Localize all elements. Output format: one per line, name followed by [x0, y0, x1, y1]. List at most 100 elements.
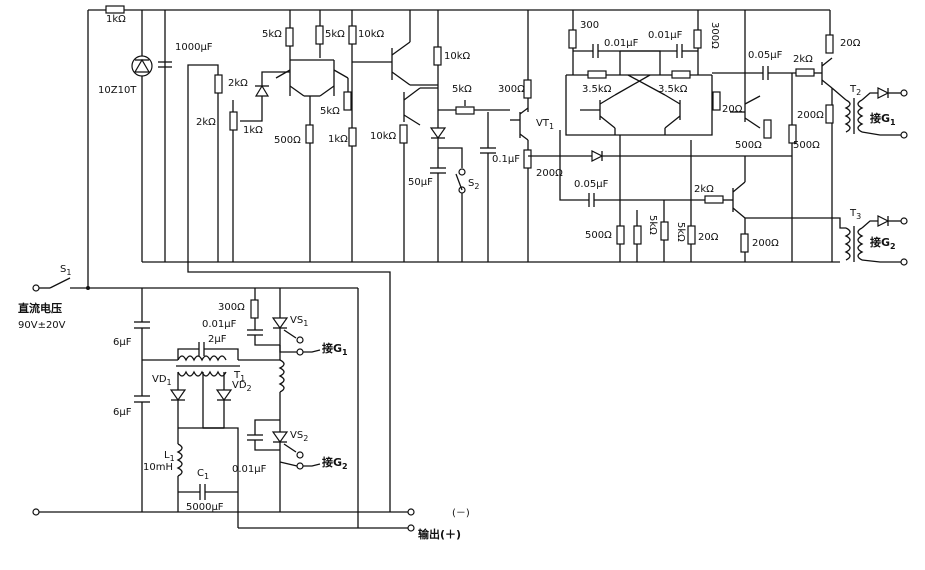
- label-001-c: 0.01μF: [202, 319, 237, 330]
- label-dc-voltage: 直流电压: [18, 301, 62, 315]
- resistor-300-a: [523, 79, 532, 99]
- diode-g2-top: [877, 215, 890, 227]
- label-5k-a: 5kΩ: [262, 29, 282, 40]
- label-500-d: 500Ω: [585, 230, 612, 241]
- capacitor-1000uF: [158, 61, 172, 68]
- label-35k-a: 3.5kΩ: [582, 84, 612, 95]
- resistor-500-b: [763, 119, 772, 139]
- zener-diode: [131, 55, 153, 77]
- label-t1: T1: [233, 370, 245, 383]
- label-l1: L1: [164, 450, 175, 463]
- resistor-5k-b: [315, 25, 324, 45]
- label-out-plus: 输出(＋): [418, 527, 461, 541]
- transistor-diff-right: [319, 60, 349, 97]
- transistor-mv-left: [580, 94, 616, 129]
- resistor-20-c: [687, 225, 696, 245]
- label-10k-c: 10kΩ: [370, 131, 397, 142]
- diode-vd1: [169, 389, 187, 402]
- label-2k-c: 2kΩ: [793, 54, 813, 65]
- label-35k-b: 3.5kΩ: [658, 84, 688, 95]
- transformer-t3: [844, 226, 864, 262]
- label-c1: C1: [197, 468, 209, 481]
- resistor-2k-a: [214, 74, 223, 94]
- label-out-minus: (－): [452, 508, 470, 519]
- label-005-b: 0.05μF: [574, 179, 609, 190]
- label-s1: S1: [60, 264, 71, 277]
- resistor-5k-d: [633, 225, 642, 245]
- label-5k-c: 5kΩ: [320, 106, 340, 117]
- label-t2: T2: [849, 84, 861, 97]
- resistor-200-b: [825, 104, 834, 124]
- diode-timing: [429, 127, 447, 140]
- resistor-5k-e: [660, 221, 669, 241]
- label-2k-d: 2kΩ: [694, 184, 714, 195]
- capacitor-001-b: [676, 44, 683, 58]
- label-vd2: VD2: [232, 380, 252, 393]
- resistor-35k-b: [671, 70, 691, 79]
- label-500-a: 500Ω: [274, 135, 301, 146]
- label-5k-b: 5kΩ: [325, 29, 345, 40]
- label-300-a: 300Ω: [498, 84, 525, 95]
- resistor-300-d: [250, 299, 259, 319]
- resistor-500-d: [616, 225, 625, 245]
- label-g1-bot: 接G1: [322, 341, 348, 357]
- label-1k-top: 1kΩ: [106, 14, 126, 25]
- switch-s2: [455, 168, 466, 194]
- resistor-5k-a: [285, 27, 294, 47]
- resistor-200-c: [740, 233, 749, 253]
- diode-vd2: [215, 389, 233, 402]
- label-t3: T3: [849, 208, 861, 221]
- wire-pot: [240, 95, 263, 122]
- label-1k-pot: 1kΩ: [243, 125, 263, 136]
- resistor-10k-c: [399, 124, 408, 144]
- label-10k-a: 10kΩ: [358, 29, 385, 40]
- label-5k-e: 5kΩ: [675, 222, 686, 242]
- label-vs1: VS1: [290, 315, 308, 328]
- capacitor-001-d: [247, 434, 263, 441]
- input-terminal-top: [32, 284, 40, 292]
- label-s2: S2: [468, 178, 479, 191]
- label-vt1: VT1: [536, 118, 554, 131]
- resistor-5k-c: [343, 91, 352, 111]
- resistor-2k-c: [795, 68, 815, 77]
- resistor-500-a: [305, 124, 314, 144]
- diode-diff: [254, 84, 270, 97]
- label-001-d: 0.01μF: [232, 464, 267, 475]
- label-200-b: 200Ω: [797, 110, 824, 121]
- label-6uF-b: 6μF: [113, 407, 132, 418]
- label-005-a: 0.05μF: [748, 50, 783, 61]
- label-l1-val: 10mH: [143, 462, 173, 473]
- label-20-c: 20Ω: [698, 232, 719, 243]
- resistor-1k-top: [105, 5, 125, 14]
- wire-2k-a: [187, 64, 219, 262]
- label-500-c: 500Ω: [793, 140, 820, 151]
- output-terminal-plus: [407, 524, 415, 532]
- capacitor-2uF: [198, 342, 205, 356]
- capacitor-c1: [199, 484, 206, 500]
- resistor-300-b: [568, 29, 577, 49]
- label-voltage-value: 90V±20V: [18, 320, 66, 331]
- transistor-driver-t2: [730, 95, 761, 129]
- transistor-vt1: [510, 107, 529, 141]
- resistor-200-a: [523, 149, 532, 169]
- label-g2-bot: 接G2: [322, 455, 348, 471]
- transistor-stage2: [352, 10, 438, 86]
- output-terminal-minus: [407, 508, 415, 516]
- capacitor-01uF: [480, 147, 496, 154]
- label-200-c: 200Ω: [752, 238, 779, 249]
- input-terminal-bottom: [32, 508, 40, 516]
- label-300-d: 300Ω: [218, 302, 245, 313]
- transistor-stage3: [403, 87, 438, 126]
- transistor-driver-t3: [723, 181, 746, 219]
- label-300-b: 300: [580, 20, 599, 31]
- label-2k-b: 2kΩ: [196, 117, 216, 128]
- label-zener: 10Z10T: [98, 85, 137, 96]
- label-01uF: 0.1μF: [492, 154, 520, 165]
- capacitor-005-b: [588, 193, 595, 207]
- label-vs2: VS2: [290, 430, 308, 443]
- label-vd1: VD1: [152, 374, 172, 387]
- resistor-10k-a: [348, 25, 357, 45]
- label-10k-b: 10kΩ: [444, 51, 471, 62]
- label-5k-pot: 5kΩ: [452, 84, 472, 95]
